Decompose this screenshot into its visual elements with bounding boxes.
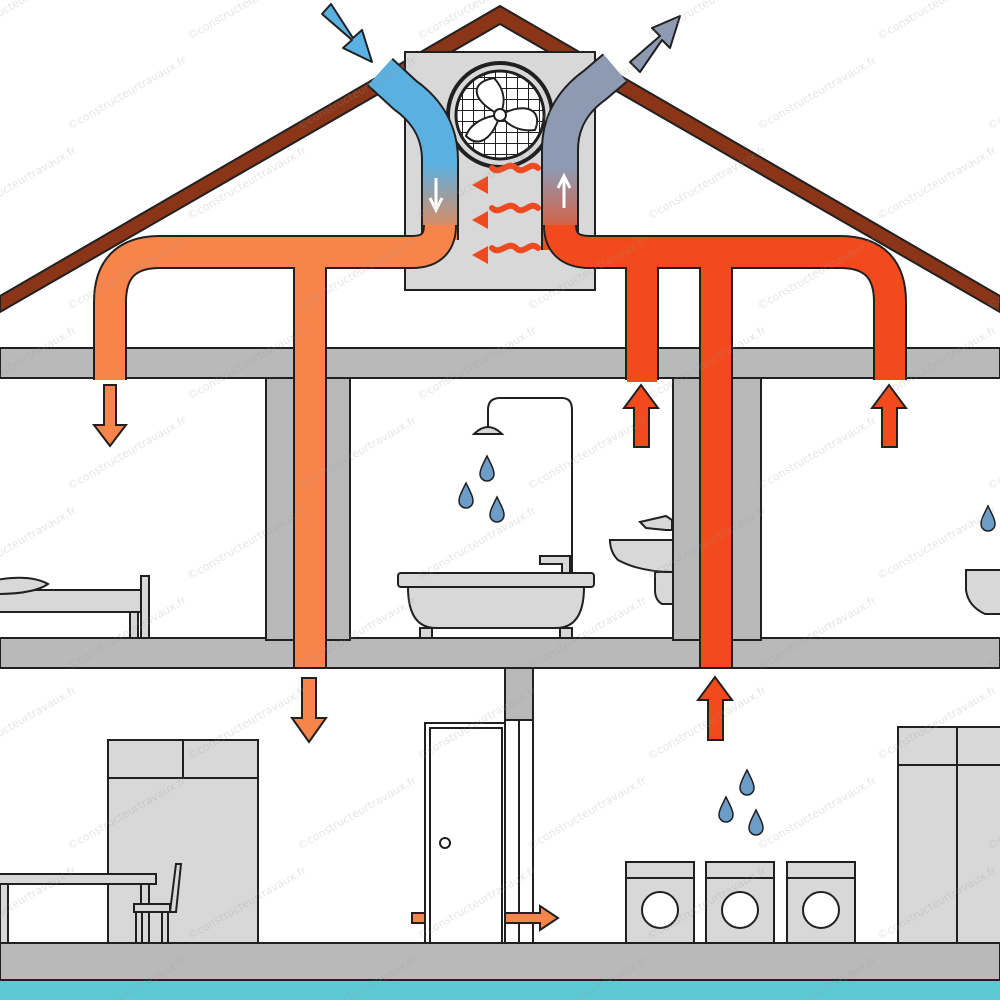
- intermediate-floor: [0, 637, 1000, 669]
- table-icon: [0, 873, 157, 944]
- door-icon: [424, 722, 506, 944]
- washbasin-icon: [608, 514, 674, 605]
- ground-strip: [0, 980, 1000, 1000]
- attic-floor: [0, 347, 1000, 379]
- bed-icon: [0, 575, 150, 639]
- bathtub-icon: [965, 569, 1000, 615]
- extract-duct: [543, 223, 907, 667]
- extract-arrow-laundry: [696, 675, 734, 741]
- exhaust-duct: [541, 53, 628, 250]
- second-bathroom: [760, 377, 1000, 639]
- extract-arrow-bathroom-2: [870, 383, 908, 448]
- washing-machine-icon: [705, 861, 775, 944]
- extract-arrow-bathroom: [622, 383, 660, 448]
- shower-icon: [471, 397, 573, 578]
- chair-icon: [133, 863, 183, 944]
- washing-machine-icon: [625, 861, 695, 944]
- washing-machine-icon: [786, 861, 856, 944]
- ground-floor-slab: [0, 942, 1000, 981]
- supply-arrow-bedroom: [91, 384, 129, 448]
- heat-transfer-arrows: [472, 162, 541, 264]
- supply-arrow-living: [290, 677, 328, 744]
- roof: [0, 5, 1000, 313]
- exhaust-air-arrow-icon: [629, 15, 681, 73]
- water-drop-icon: [980, 504, 996, 532]
- supply-duct: [93, 223, 457, 667]
- fan-icon: [446, 61, 554, 169]
- fresh-air-duct: [367, 58, 459, 240]
- water-drop-icon: [458, 454, 505, 523]
- water-drop-icon: [718, 768, 764, 836]
- fresh-air-arrow-icon: [321, 3, 373, 63]
- wardrobe-icon: [897, 726, 1000, 944]
- bathtub-icon: [397, 555, 595, 639]
